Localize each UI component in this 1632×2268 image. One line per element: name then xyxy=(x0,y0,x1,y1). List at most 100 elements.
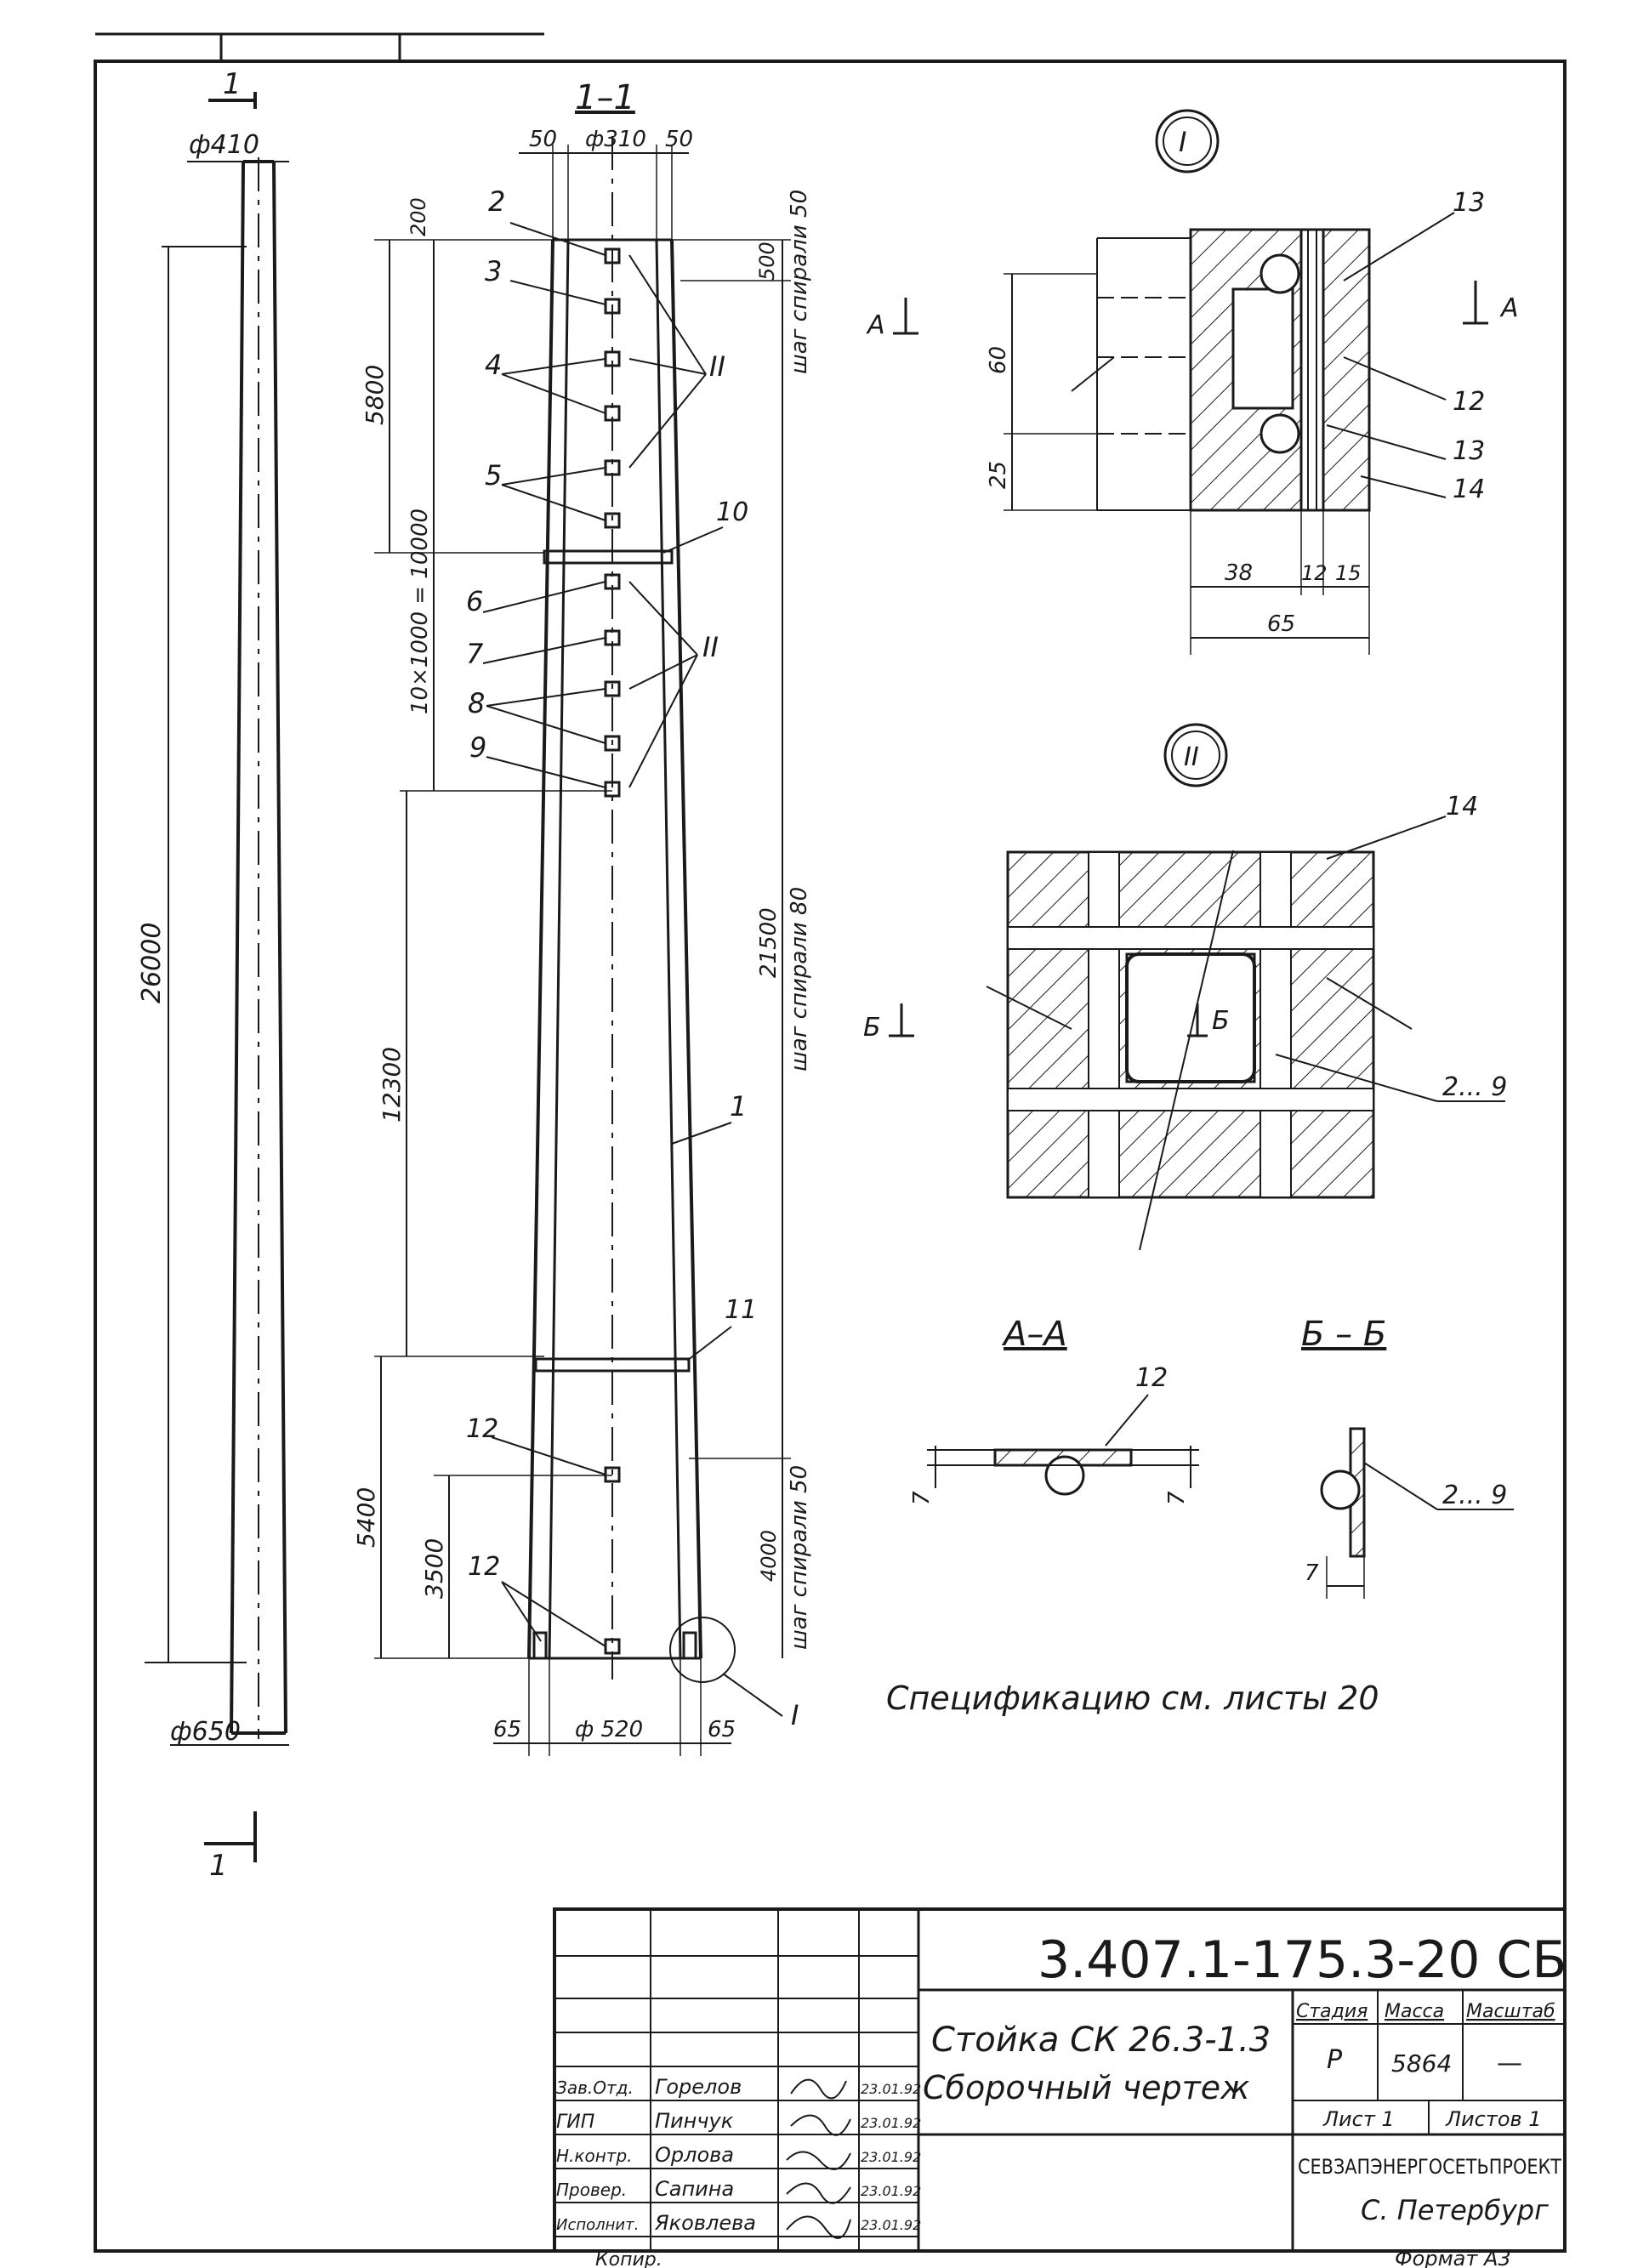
bottom-wall-left: 65 xyxy=(493,1717,521,1742)
node1-callout-12: 12 xyxy=(1453,387,1485,417)
spiral-top-len: 500 xyxy=(755,242,779,281)
detail-I-ref: I xyxy=(791,1699,799,1731)
sheets-total: Листов 1 xyxy=(1445,2107,1542,2131)
lower-zone-dim: 5400 xyxy=(352,1487,380,1548)
signer-date-4: 23.01.92 xyxy=(861,2217,921,2233)
detail-I-circle xyxy=(669,1617,736,1683)
node1-h2: 25 xyxy=(986,461,1011,489)
node1-callout-13a: 13 xyxy=(1453,188,1485,218)
aa-dim-left: 7 xyxy=(909,1491,935,1505)
signer-role-2: Н.контр. xyxy=(556,2146,633,2166)
format-label: Формат А3 xyxy=(1395,2247,1511,2268)
scale-value: — xyxy=(1497,2049,1522,2078)
spiral-mid-step: шаг спирали 80 xyxy=(787,887,812,1071)
callout-7: 7 xyxy=(466,638,484,670)
spiral-bot-len: 4000 xyxy=(757,1530,781,1582)
bb-callout-2-9: 2... 9 xyxy=(1442,1481,1507,1510)
node1-w2: 12 xyxy=(1301,561,1328,585)
title-block: Зав.Отд. Горелов 23.01.92 ГИП Пинчук 23.… xyxy=(553,1907,1567,2253)
node1-callout-13b: 13 xyxy=(1453,436,1485,466)
city: С. Петербург xyxy=(1361,2194,1549,2226)
callout-6: 6 xyxy=(466,585,483,617)
signer-name-4: Яковлева xyxy=(654,2211,756,2235)
callout-5: 5 xyxy=(485,459,502,492)
signer-name-2: Орлова xyxy=(655,2143,734,2167)
top-diameter-label: ф410 xyxy=(189,130,259,160)
top-wall-left: 50 xyxy=(529,127,557,152)
signatures xyxy=(786,2078,851,2239)
signer-role-0: Зав.Отд. xyxy=(556,2078,634,2098)
node2-callout-14: 14 xyxy=(1446,792,1478,821)
aa-callout-12: 12 xyxy=(1135,1363,1168,1393)
spiral-top-step: шаг спирали 50 xyxy=(787,190,812,374)
callout-12-lower: 12 xyxy=(468,1552,500,1582)
callout-leaders xyxy=(482,222,732,1647)
copied-label: Копир. xyxy=(595,2249,662,2268)
section-bb: Б – Б 7 2... 9 xyxy=(1301,1315,1514,1599)
node1-w1: 38 xyxy=(1225,560,1253,586)
pole-elevation: ф410 ф650 26000 1 1 xyxy=(137,67,289,1883)
top-inner-diameter: ф310 xyxy=(585,127,646,152)
doc-name: Сборочный чертеж xyxy=(923,2069,1249,2106)
signer-role-1: ГИП xyxy=(556,2112,594,2133)
top-wall-right: 50 xyxy=(665,127,693,152)
node1-callout-14: 14 xyxy=(1453,475,1485,504)
node1-h1: 60 xyxy=(986,346,1011,374)
ring-10 xyxy=(543,549,674,565)
detail-I-title: I xyxy=(1179,126,1186,158)
doc-code: 3.407.1-175.3-20 СБ xyxy=(1038,1930,1567,1990)
ref-node-II-lower: II xyxy=(702,631,719,663)
organization: СЕВЗАПЭНЕРГОСЕТЬПРОЕКТ xyxy=(1298,2155,1561,2179)
callout-1: 1 xyxy=(730,1090,747,1123)
section-bb-title: Б – Б xyxy=(1301,1315,1386,1354)
section-aa-title: А–А xyxy=(1001,1315,1067,1354)
stage-value: Р xyxy=(1327,2045,1343,2075)
cut-a-right: А xyxy=(1499,293,1519,323)
callout-8: 8 xyxy=(468,687,485,719)
callout-11: 11 xyxy=(725,1295,757,1325)
middle-zone-dim: 12300 xyxy=(378,1047,406,1123)
signer-name-0: Горелов xyxy=(655,2075,742,2099)
scale-label: Масштаб xyxy=(1466,2001,1555,2022)
bottom-diameter-label: ф650 xyxy=(170,1717,241,1747)
signer-name-3: Сапина xyxy=(655,2177,734,2201)
node1-total: 65 xyxy=(1267,611,1295,637)
section-title: 1–1 xyxy=(575,78,635,117)
sheet-number: Лист 1 xyxy=(1322,2107,1395,2131)
spiral-bot-step: шаг спирали 50 xyxy=(787,1465,812,1650)
signer-date-1: 23.01.92 xyxy=(861,2115,921,2131)
cut-b-left: Б xyxy=(863,1013,881,1043)
signer-role-4: Исполнит. xyxy=(556,2216,639,2234)
cut-b-inner: Б xyxy=(1212,1006,1230,1036)
signer-name-1: Пинчук xyxy=(655,2109,734,2133)
callout-12-upper: 12 xyxy=(466,1414,498,1444)
ring-11 xyxy=(534,1357,691,1373)
detail-II: II Б Б 14 2... 9 xyxy=(863,723,1507,1251)
callout-10: 10 xyxy=(716,497,748,527)
aa-dim-right: 7 xyxy=(1164,1491,1190,1505)
bottom-inner-diameter: ф 520 xyxy=(575,1717,643,1742)
top-offset-dim: 200 xyxy=(407,197,430,236)
signer-date-2: 23.01.92 xyxy=(861,2149,921,2165)
callout-2: 2 xyxy=(488,185,505,218)
cut-a-left: А xyxy=(866,310,885,340)
signer-date-0: 23.01.92 xyxy=(861,2081,921,2097)
stage-label: Стадия xyxy=(1296,2001,1368,2022)
mass-value: 5864 xyxy=(1391,2049,1452,2078)
detail-I: I 60 25 38 12 15 65 А xyxy=(866,109,1519,655)
total-height-label: 26000 xyxy=(137,923,167,1003)
bottom-wall-right: 65 xyxy=(708,1717,736,1742)
callout-4: 4 xyxy=(485,349,502,381)
section-mark-bottom: 1 xyxy=(209,1849,228,1883)
specification-note: Спецификацию см. листы 20 xyxy=(886,1680,1379,1717)
callout-9: 9 xyxy=(469,731,486,764)
section-mark-top: 1 xyxy=(223,67,242,101)
section-aa: А–А 7 7 12 xyxy=(909,1315,1199,1505)
detail-II-title: II xyxy=(1184,742,1199,772)
section-1-1: 1–1 xyxy=(352,78,812,1756)
signer-date-3: 23.01.92 xyxy=(861,2183,921,2199)
signer-role-3: Провер. xyxy=(556,2180,627,2200)
node2-callout-2-9: 2... 9 xyxy=(1442,1072,1507,1102)
bb-dim: 7 xyxy=(1305,1560,1319,1586)
